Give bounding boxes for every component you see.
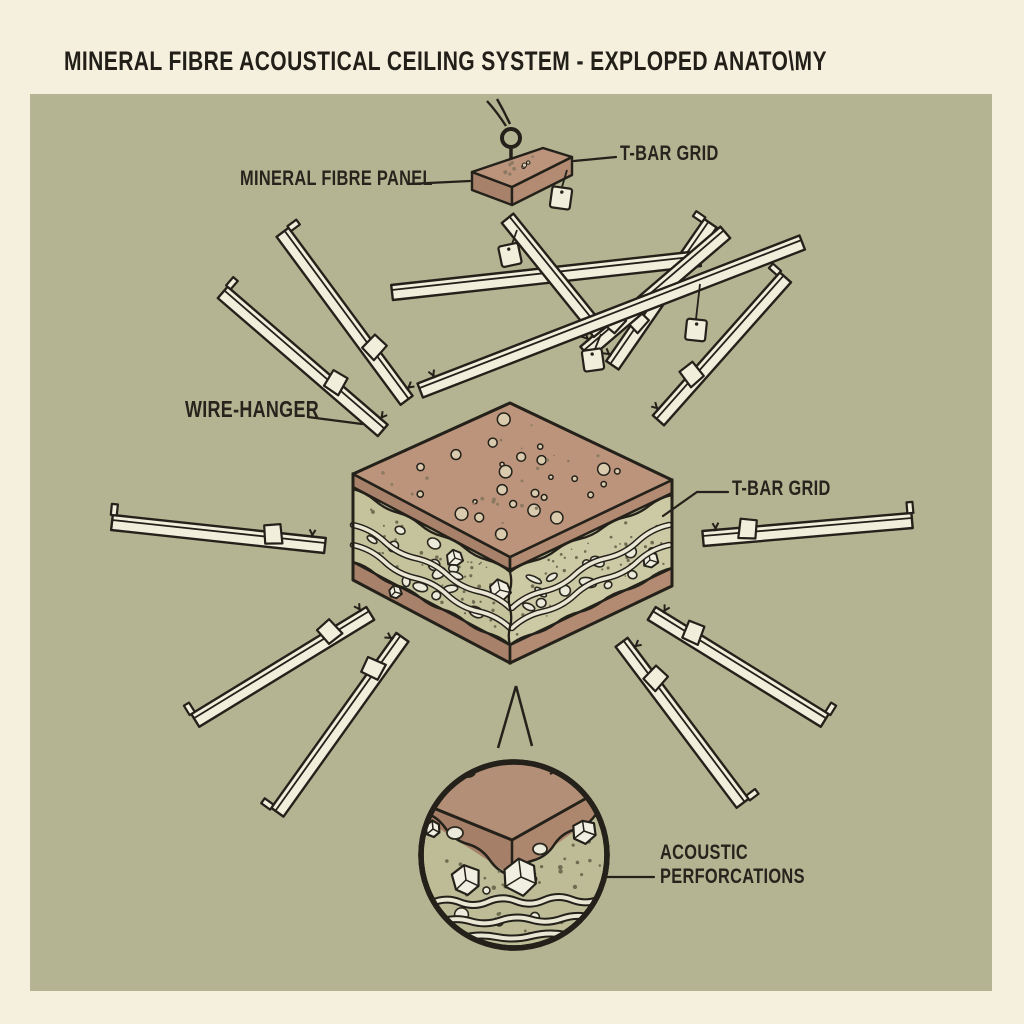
t-bar-grid-member xyxy=(216,276,389,438)
label-t-bar-grid-right: T-BAR GRID xyxy=(732,477,831,500)
label-acoustic-line2: PERFORCATIONS xyxy=(660,864,805,888)
hanging-tag xyxy=(548,169,574,211)
t-bar-grid-member xyxy=(614,636,760,809)
label-wire-hanger: WIRE-HANGER xyxy=(185,396,319,422)
poster-title: MINERAL FIBRE ACOUSTICAL CEILING SYSTEM … xyxy=(64,46,827,76)
magnifier-detail-circle xyxy=(418,685,610,951)
wire-hook-icon xyxy=(500,127,522,149)
label-acoustic-perforations: ACOUSTIC PERFORCATIONS xyxy=(660,841,805,888)
label-acoustic-line1: ACOUSTIC xyxy=(660,841,749,864)
t-bar-grid-member xyxy=(646,604,838,728)
hanging-tag xyxy=(580,333,606,373)
label-mineral-fibre-panel: MINERAL FIBRE PANEL xyxy=(240,167,433,190)
t-bar-grid-member xyxy=(275,218,415,406)
t-bar-grid-member xyxy=(182,603,376,728)
leader-lines xyxy=(306,155,730,879)
hanging-tag xyxy=(497,229,523,268)
t-bar-grid-member xyxy=(500,212,607,339)
t-bar-grid-member xyxy=(701,500,915,548)
layered-panel-block xyxy=(349,401,674,665)
t-bar-grid-member xyxy=(650,262,793,427)
t-bar-grid-member xyxy=(416,234,807,399)
label-t-bar-grid-top: T-BAR GRID xyxy=(620,142,719,165)
hanging-tag xyxy=(684,283,708,343)
pointer-triangle xyxy=(496,685,518,749)
t-bar-grid-member xyxy=(260,631,410,818)
mineral-fibre-panel xyxy=(470,98,574,207)
t-bar-grid-member xyxy=(109,502,327,555)
